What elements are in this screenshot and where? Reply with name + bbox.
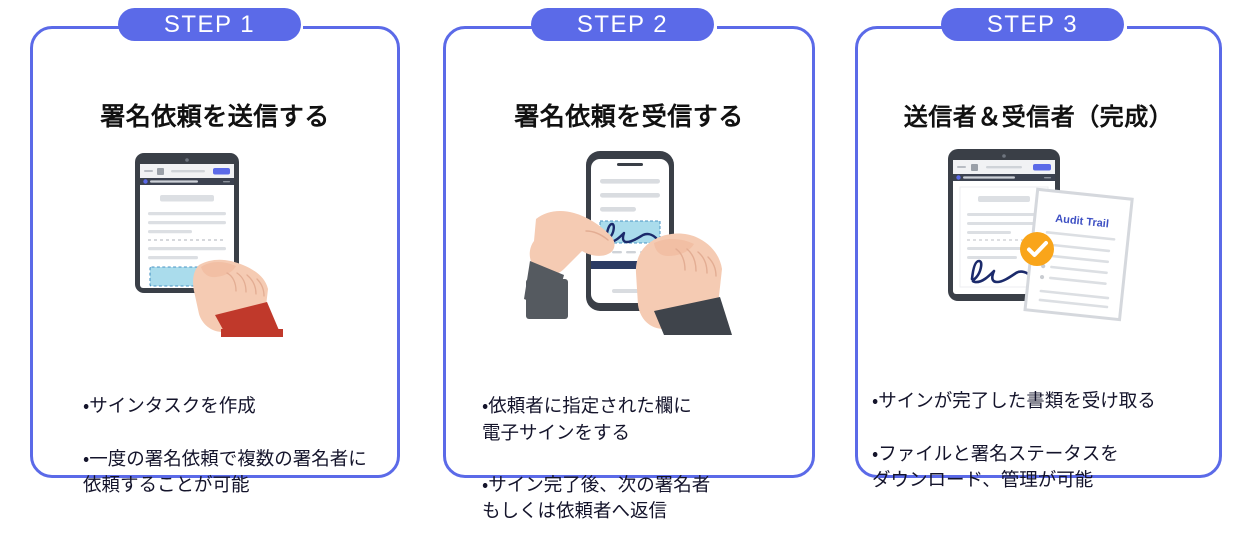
step-bullets-2: ・依頼者に指定された欄に 電子サインをする ・サイン完了後、次の署名者 もしくは… <box>446 367 812 551</box>
bullet-item: ・サインが完了した書類を受け取る <box>872 390 1156 412</box>
step-heading-1: 署名依頼を送信する <box>100 103 330 131</box>
step-badge-2: STEP 2 <box>531 8 714 41</box>
bullet-item: ・一度の署名依頼で複数の署名者に 依頼することが可能 <box>83 447 367 496</box>
step-heading-3: 送信者＆受信者（完成） <box>903 104 1174 131</box>
audit-trail-label: Audit Trail <box>1054 213 1109 231</box>
bullet-item: ・サインタスクを作成 <box>83 395 256 417</box>
step-illustration-2 <box>446 139 812 349</box>
step-badge-3: STEP 3 <box>941 8 1124 41</box>
step-bullets-3: ・サインが完了した書類を受け取る ・ファイルと署名ステータスを ダウンロード、管… <box>858 362 1219 520</box>
step-card-1: 署名依頼を送信する <box>30 24 400 495</box>
bullet-item: ・サイン完了後、次の署名者 もしくは依頼者へ返信 <box>482 474 711 522</box>
bullet-item: ・依頼者に指定された欄に 電子サインをする <box>482 395 692 443</box>
step-badge-1: STEP 1 <box>118 8 301 41</box>
step-illustration-3: Audit Trail <box>858 139 1219 349</box>
completed-check-icon <box>1019 232 1054 266</box>
three-step-diagram: 署名依頼を送信する <box>30 8 1222 521</box>
step-card-2: 署名依頼を受信する <box>443 24 815 521</box>
step-heading-2: 署名依頼を受信する <box>514 103 744 131</box>
step-bullets-1: ・サインタスクを作成 ・一度の署名依頼で複数の署名者に 依頼することが可能 <box>33 367 397 525</box>
bullet-item: ・ファイルと署名ステータスを ダウンロード、管理が可能 <box>872 442 1119 491</box>
step-card-3: 送信者＆受信者（完成） <box>855 24 1222 490</box>
step-illustration-1 <box>33 139 397 349</box>
